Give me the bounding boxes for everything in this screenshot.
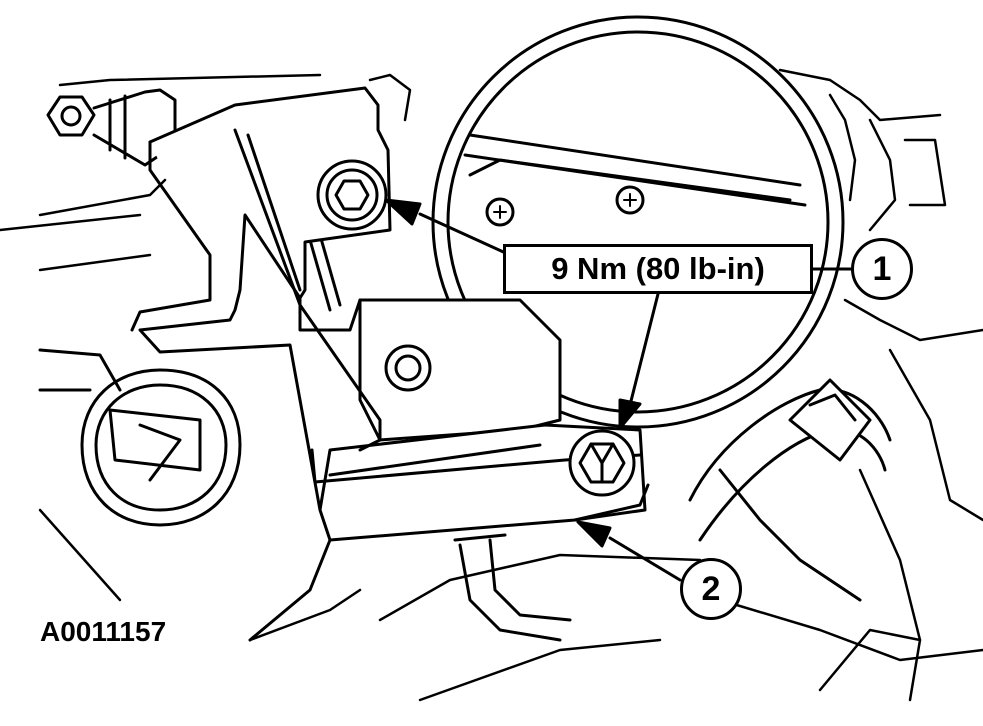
throttle-body-bore (431, 15, 845, 429)
left-sensor-clip (38, 348, 242, 527)
callout-2: 2 (680, 558, 742, 620)
lower-hose (453, 533, 572, 642)
lower-bracket-bolt (568, 429, 636, 497)
upper-bracket-bolt (316, 159, 388, 231)
background-engine-lines (0, 68, 983, 702)
figure-id: A0011157 (40, 616, 167, 647)
wiring-harness (688, 378, 892, 602)
top-left-bolt (46, 88, 177, 167)
callout-1: 1 (851, 238, 913, 300)
callout-leaders (384, 198, 853, 582)
torque-spec-label: 9 Nm (80 lb-in) (503, 244, 813, 294)
